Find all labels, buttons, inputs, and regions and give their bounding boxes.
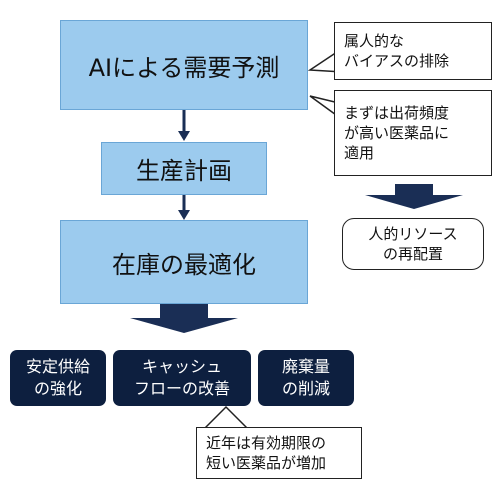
big-down-arrow-left [130,318,238,333]
result-right-line-1: 人的リソース [368,224,458,243]
outcome-1-line-1: 安定供給 [25,356,90,376]
arrowhead-ai-to-plan [178,131,190,141]
outcome-1-line-2: の強化 [33,379,82,398]
big-down-arrow-left-body [160,304,208,318]
ai-forecast-box: AIによる需要予測 [60,20,308,110]
note-applied-to: まずは出荷頻度 が高い医薬品に 適用 [334,90,492,176]
note-expiry-line-2: 短い医薬品が増加 [206,454,327,472]
production-plan-label: 生産計画 [136,157,232,185]
outcome-waste-reduction: 廃棄量 の削減 [258,350,354,406]
outcome-stable-supply: 安定供給 の強化 [10,350,106,406]
note-applied-line-3: 適用 [344,144,375,163]
production-plan-box: 生産計画 [101,142,267,195]
result-right-line-2: の再配置 [382,245,443,263]
note-bias-line-1: 属人的な [344,31,405,50]
note-applied-line-1: まずは出荷頻度 [344,103,450,122]
inventory-opt-label: 在庫の最適化 [112,250,256,279]
outcome-2-line-2: フローの改善 [133,379,230,398]
arrowhead-plan-to-inventory [178,210,190,220]
big-down-arrow-right-body [395,184,433,195]
result-resource-reallocation: 人的リソース の再配置 [342,218,484,270]
note-bias-line-2: バイアスの排除 [344,52,450,70]
ai-forecast-label: AIによる需要予測 [88,53,280,82]
inventory-opt-box: 在庫の最適化 [60,220,308,304]
outcome-3-line-1: 廃棄量 [281,356,330,376]
outcome-3-line-2: の削減 [281,379,330,398]
big-down-arrow-right [365,195,463,209]
note-bias-removal: 属人的な バイアスの排除 [334,22,492,80]
outcome-2-line-1: キャッシュ [141,356,222,376]
note-short-expiry: 近年は有効期限の 短い医薬品が増加 [196,427,362,479]
note-applied-line-2: が高い医薬品に [344,123,450,142]
note-expiry-line-1: 近年は有効期限の [206,433,327,452]
callout-pointer-expiry [204,405,248,429]
outcome-cashflow: キャッシュ フローの改善 [113,350,251,406]
